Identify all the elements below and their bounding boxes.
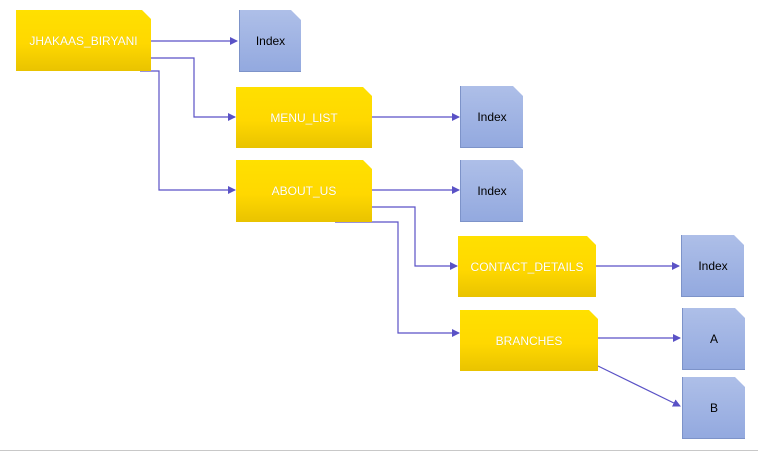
connector-root-to-menu-list bbox=[150, 57, 236, 121]
menu-list-index-document: Index bbox=[460, 86, 523, 148]
root-index-document: Index bbox=[239, 10, 301, 72]
connector-root-to-about-us bbox=[140, 70, 236, 194]
contact-details-index-label: Index bbox=[698, 258, 728, 273]
branch-b-label: B bbox=[709, 400, 718, 415]
bottom-divider bbox=[0, 450, 758, 451]
connector-about-us-to-branches bbox=[335, 221, 460, 337]
jhakaas-biryani-label: JHAKAAS_BIRYANI bbox=[29, 33, 138, 48]
branch-a-label: A bbox=[709, 331, 718, 346]
menu-list-label: MENU_LIST bbox=[270, 110, 338, 125]
jhakaas-biryani-folder: JHAKAAS_BIRYANI bbox=[16, 10, 151, 71]
about-us-index-document: Index bbox=[460, 160, 523, 222]
branches-label: BRANCHES bbox=[495, 333, 563, 348]
contact-details-folder: CONTACT_DETAILS bbox=[458, 236, 596, 297]
menu-list-index-label: Index bbox=[477, 109, 507, 124]
contact-details-label: CONTACT_DETAILS bbox=[470, 259, 584, 274]
about-us-index-label: Index bbox=[477, 183, 507, 198]
contact-details-index-document: Index bbox=[681, 235, 744, 297]
menu-list-folder: MENU_LIST bbox=[236, 87, 372, 148]
about-us-label: ABOUT_US bbox=[271, 184, 337, 198]
branch-a-document: A bbox=[682, 308, 745, 370]
root-index-label: Index bbox=[255, 33, 286, 48]
branch-b-document: B bbox=[682, 377, 745, 439]
about-us-folder: ABOUT_US bbox=[236, 160, 372, 222]
branches-folder: BRANCHES bbox=[460, 310, 598, 371]
connector-about-us-to-contact-details bbox=[372, 206, 458, 270]
connector-branches-to-b bbox=[597, 365, 681, 407]
